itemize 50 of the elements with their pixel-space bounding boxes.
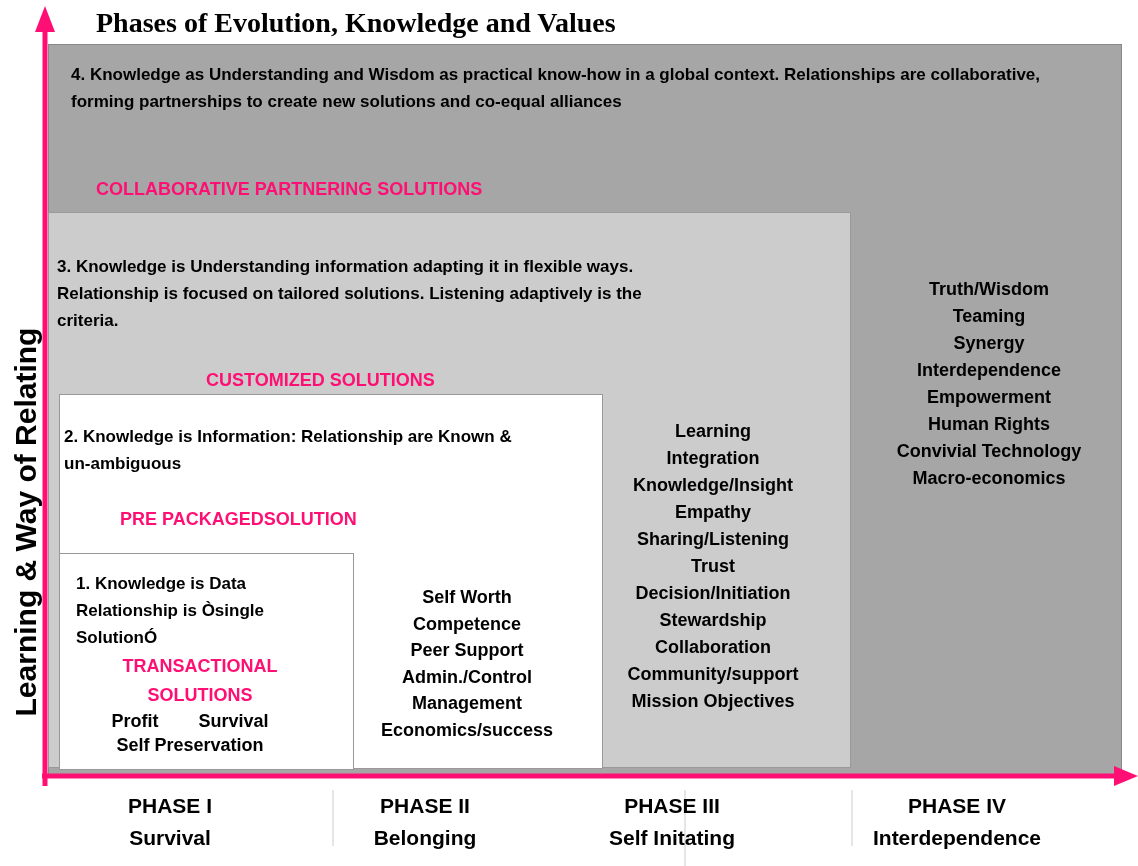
- value-item: Peer Support: [409, 639, 525, 662]
- value-item: Sharing/Listening: [636, 528, 790, 551]
- value-item: Self Worth: [421, 586, 513, 609]
- phase-panel: [48, 44, 1122, 775]
- value-item: Knowledge/Insight: [632, 474, 794, 497]
- solution-heading: CUSTOMIZED SOLUTIONS: [206, 369, 435, 392]
- solution-heading: COLLABORATIVE PARTNERING SOLUTIONS: [96, 178, 483, 201]
- value-item: Profit: [111, 710, 159, 733]
- value-item: Integration: [665, 447, 761, 470]
- value-item: Teaming: [951, 305, 1027, 328]
- phase-panel: [59, 553, 354, 770]
- phase-name: Self Initating: [608, 825, 736, 851]
- diagram-title: Phases of Evolution, Knowledge and Values: [96, 6, 616, 40]
- phase-panel: [48, 212, 851, 768]
- phase-name: Interdependence: [871, 825, 1042, 851]
- value-item: Synergy: [952, 332, 1026, 355]
- solution-heading: PRE PACKAGEDSOLUTION: [120, 508, 357, 531]
- value-item: Human Rights: [927, 413, 1051, 436]
- value-item: Trust: [690, 555, 736, 578]
- phase-label: PHASE IV: [907, 793, 1007, 819]
- value-item: Convivial Technology: [895, 440, 1083, 463]
- value-item: Empathy: [674, 501, 752, 524]
- value-item: Stewardship: [658, 609, 768, 632]
- value-item: Management: [411, 692, 523, 715]
- value-item: Admin./Control: [401, 665, 533, 689]
- phase-description: 1. Knowledge is Data Relationship is Òsingle SolutionÓ: [76, 573, 265, 649]
- phase-description: 3. Knowledge is Understanding information adapting it in flexible ways. Relationship is focused on tailored solutions. Listening adaptively is the criteria.: [57, 256, 643, 332]
- phase-label: PHASE III: [623, 793, 721, 819]
- axis-label: Learning & Way of Relating: [9, 326, 43, 719]
- value-item: Economics/success: [379, 718, 555, 742]
- phase-name: Survival: [128, 825, 212, 851]
- value-item: Interdependence: [915, 359, 1062, 382]
- phase-label: PHASE II: [379, 793, 471, 819]
- phase-name: Belonging: [372, 825, 478, 851]
- value-item: Community/support: [626, 663, 800, 686]
- value-item: Competence: [412, 612, 522, 636]
- solution-heading: TRANSACTIONAL SOLUTIONS: [121, 655, 279, 707]
- value-item: Mission Objectives: [630, 690, 796, 713]
- value-item: Macro-economics: [911, 467, 1067, 490]
- phase-label: PHASE I: [127, 793, 213, 819]
- value-item: Truth/Wisdom: [928, 278, 1050, 301]
- phase-description: 4. Knowledge as Understanding and Wisdom as practical know-how in a global context. Relationships are collaborative, forming partnerships to create new solutions and co-equal alliances: [71, 64, 1042, 113]
- value-item: Decision/Initiation: [634, 582, 792, 605]
- value-item: Self Preservation: [116, 734, 264, 757]
- phase-description: 2. Knowledge is Information: Relationship are Known & un-ambiguous: [64, 426, 513, 475]
- phase-panel: [59, 394, 603, 769]
- value-item: Empowerment: [926, 386, 1052, 409]
- value-item: Survival: [198, 710, 269, 733]
- value-item: Learning: [674, 420, 752, 443]
- value-item: Collaboration: [654, 636, 772, 659]
